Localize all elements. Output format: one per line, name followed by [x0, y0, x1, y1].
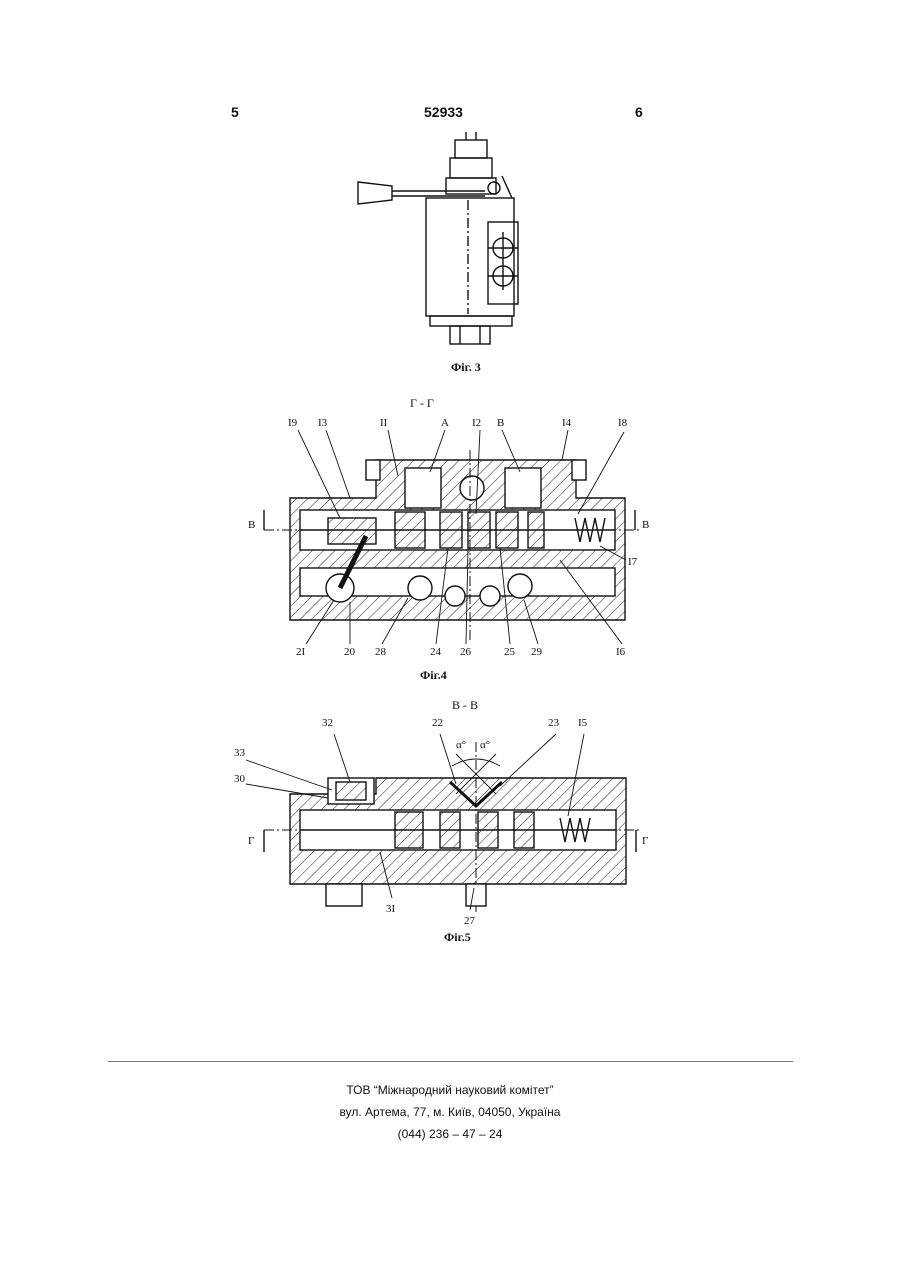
footer-company: ТОВ “Міжнародний науковий комітет” — [0, 1083, 900, 1097]
footer-divider — [108, 1061, 793, 1062]
fig5-label-31: 3I — [386, 903, 396, 915]
fig4-label-19: I9 — [288, 417, 298, 429]
fig4-label-b: B — [497, 417, 504, 429]
figure-4-drawing: I9 I3 II A I2 B I4 I8 2I 20 28 24 26 25 … — [0, 410, 900, 700]
fig4-label-28: 28 — [375, 646, 387, 658]
figure-5-section-title: B - B — [452, 698, 478, 713]
figure-5-drawing: 32 22 23 I5 33 30 3I 27 Г Г α° α° — [0, 712, 900, 942]
fig4-label-25: 25 — [504, 646, 516, 658]
fig4-label-20: 20 — [344, 646, 356, 658]
fig4-label-21: 2I — [296, 646, 306, 658]
fig4-label-26: 26 — [460, 646, 472, 658]
figure-4-section-title: Г - Г — [410, 396, 434, 411]
fig4-label-29: 29 — [531, 646, 543, 658]
fig4-label-13: I3 — [318, 417, 328, 429]
fig5-label-30: 30 — [234, 773, 246, 785]
fig4-label-a: A — [441, 417, 449, 429]
fig4-label-17: I7 — [628, 556, 638, 568]
fig4-label-18: I8 — [618, 417, 628, 429]
fig4-section-right: B — [642, 519, 649, 531]
fig4-label-12: I2 — [472, 417, 481, 429]
fig5-angle-right: α° — [480, 739, 490, 751]
fig5-section-right: Г — [642, 835, 648, 847]
figure-4-caption: Фіг.4 — [420, 668, 447, 683]
fig5-label-15: I5 — [578, 717, 588, 729]
footer-address: вул. Артема, 77, м. Київ, 04050, Україна — [0, 1105, 900, 1119]
fig4-label-11: II — [380, 417, 388, 429]
fig5-label-27: 27 — [464, 915, 476, 927]
fig5-label-22: 22 — [432, 717, 443, 729]
fig4-section-left: B — [248, 519, 255, 531]
fig5-label-33: 33 — [234, 747, 246, 759]
figure-3-caption: Фіг. 3 — [451, 360, 481, 375]
fig4-label-24: 24 — [430, 646, 442, 658]
fig4-label-14: I4 — [562, 417, 572, 429]
fig5-angle-left: α° — [456, 739, 466, 751]
footer-phone: (044) 236 – 47 – 24 — [0, 1127, 900, 1141]
fig4-label-16: I6 — [616, 646, 626, 658]
figure-3-drawing — [0, 0, 900, 360]
fig5-label-23: 23 — [548, 717, 560, 729]
figure-5-caption: Фіг.5 — [444, 930, 471, 945]
fig5-label-32: 32 — [322, 717, 333, 729]
fig5-section-left: Г — [248, 835, 254, 847]
